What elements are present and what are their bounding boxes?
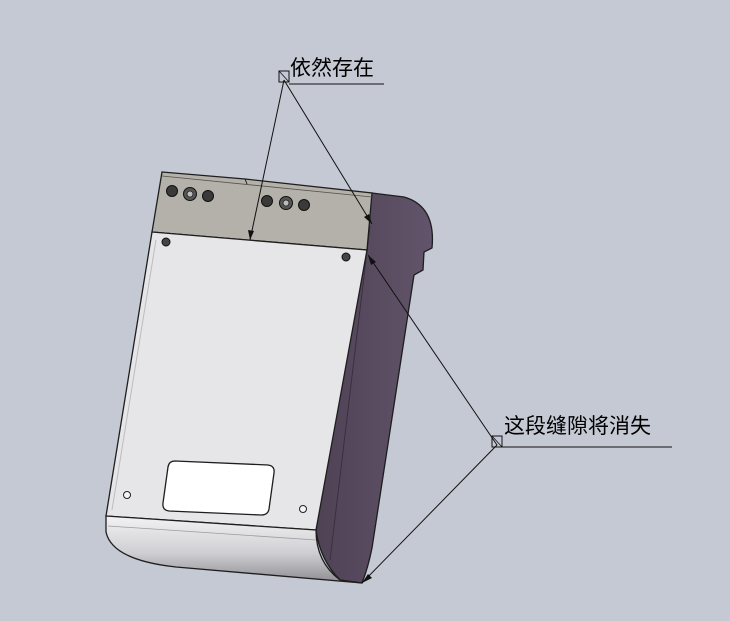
connector-group-left bbox=[166, 185, 214, 202]
side-panel bbox=[315, 192, 434, 584]
bottom-lip-line bbox=[107, 525, 317, 541]
annotation-text-top: 依然存在 bbox=[290, 56, 374, 80]
bottom-curved-edge bbox=[105, 515, 363, 584]
mounting-holes bbox=[123, 237, 351, 513]
connector-group-right bbox=[261, 195, 310, 211]
leader-lines-bottom bbox=[361, 254, 498, 584]
annotation-text-bottom: 这段缝隙将消失 bbox=[504, 414, 651, 438]
top-band-top-edge bbox=[161, 175, 373, 198]
note-marker-top bbox=[278, 70, 290, 83]
hole-bottom-right bbox=[299, 505, 307, 513]
hole-top-left bbox=[161, 237, 171, 247]
note-marker-bottom bbox=[491, 435, 503, 448]
hole-bottom-left bbox=[123, 491, 131, 499]
note-marker-top-cross bbox=[278, 70, 290, 83]
front-panel-left-highlight bbox=[111, 239, 157, 511]
window-cutout bbox=[162, 460, 275, 516]
leader-lines-top bbox=[248, 79, 373, 241]
side-panel-inner-edge bbox=[329, 225, 371, 561]
top-band-seam bbox=[244, 178, 248, 185]
note-marker-bottom-cross bbox=[491, 435, 503, 448]
hole-top-right bbox=[341, 252, 351, 262]
